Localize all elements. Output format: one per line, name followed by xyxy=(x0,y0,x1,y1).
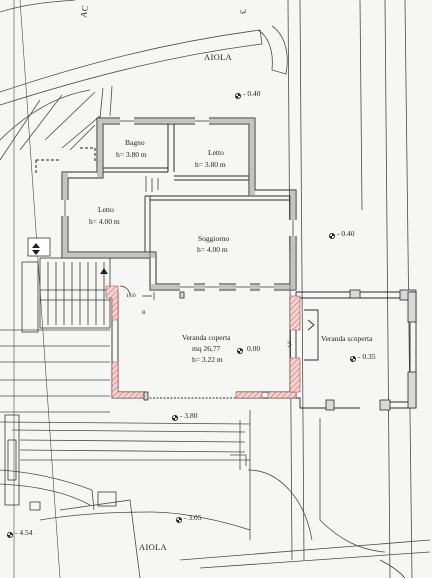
level-marker-top: - 0.40 xyxy=(234,89,261,100)
level-marker-icon xyxy=(6,531,14,539)
stair-arrow-icon xyxy=(100,268,108,274)
room-name-letto-top: Letto xyxy=(208,148,224,157)
opening-marks xyxy=(64,120,294,288)
level-value-right: - 0.40 xyxy=(337,229,355,238)
room-area-veranda-coperta: mq 26,77 xyxy=(192,344,221,353)
north-arrow-icon xyxy=(32,243,40,255)
level-marker-icon xyxy=(349,355,357,363)
stairs xyxy=(4,237,117,511)
level-marker-icon xyxy=(328,232,336,240)
level-value-veranda-coperta: 0.00 xyxy=(247,344,260,353)
room-height-soggiorno: h= 4.00 m xyxy=(197,245,228,254)
level-marker-path-upper: - 3.80 xyxy=(171,411,198,422)
dimension-wall-ref: 4,8 xyxy=(287,341,293,348)
room-name-veranda-scoperta: Veranda scoperta xyxy=(321,334,373,343)
level-marker-veranda-coperta: 0.00 xyxy=(236,344,260,355)
wall-fill xyxy=(62,118,296,290)
hatched-pillars xyxy=(105,285,301,399)
dimension-door-ref: R xyxy=(142,310,146,316)
veranda-walls xyxy=(111,291,417,409)
level-marker-veranda-scoperta: - 0.35 xyxy=(349,352,376,363)
room-height-veranda-coperta: h= 3.22 m xyxy=(192,355,223,364)
level-marker-icon xyxy=(175,516,183,524)
room-height-letto-left: h= 4.00 m xyxy=(89,217,120,226)
level-value-top: - 0.40 xyxy=(243,89,261,98)
corner-mark-left: AC xyxy=(78,4,90,18)
doors xyxy=(119,176,159,300)
room-name-bagno: Bagno xyxy=(125,138,145,147)
level-marker-icon xyxy=(234,92,242,100)
corner-mark-right: 3 xyxy=(238,9,249,15)
veranda-piers xyxy=(143,289,417,411)
room-name-soggiorno: Soggiorno xyxy=(198,234,230,243)
garden-label-bottom: AIOLA xyxy=(139,542,167,552)
level-marker-icon xyxy=(236,347,244,355)
level-marker-bottom-left: - 4.54 xyxy=(6,528,33,539)
dimension-opening-width: 1,50 xyxy=(126,293,136,299)
room-height-letto-top: h= 3.80 m xyxy=(195,160,226,169)
level-marker-icon xyxy=(171,414,179,422)
room-name-letto-left: Letto xyxy=(98,205,114,214)
level-value-path-lower: - 3.05 xyxy=(184,513,202,522)
level-marker-path-lower: - 3.05 xyxy=(175,513,202,524)
level-value-path-upper: - 3.80 xyxy=(180,411,198,420)
room-height-bagno: h= 3.80 m xyxy=(116,150,147,159)
garden-label-top: AIOLA xyxy=(204,52,232,62)
level-marker-right: - 0.40 xyxy=(328,229,355,240)
level-value-veranda-scoperta: - 0.35 xyxy=(358,352,376,361)
room-name-veranda-coperta: Veranda coperta xyxy=(182,333,231,342)
dashed-outline xyxy=(35,147,96,175)
level-value-bottom-left: - 4.54 xyxy=(15,528,33,537)
